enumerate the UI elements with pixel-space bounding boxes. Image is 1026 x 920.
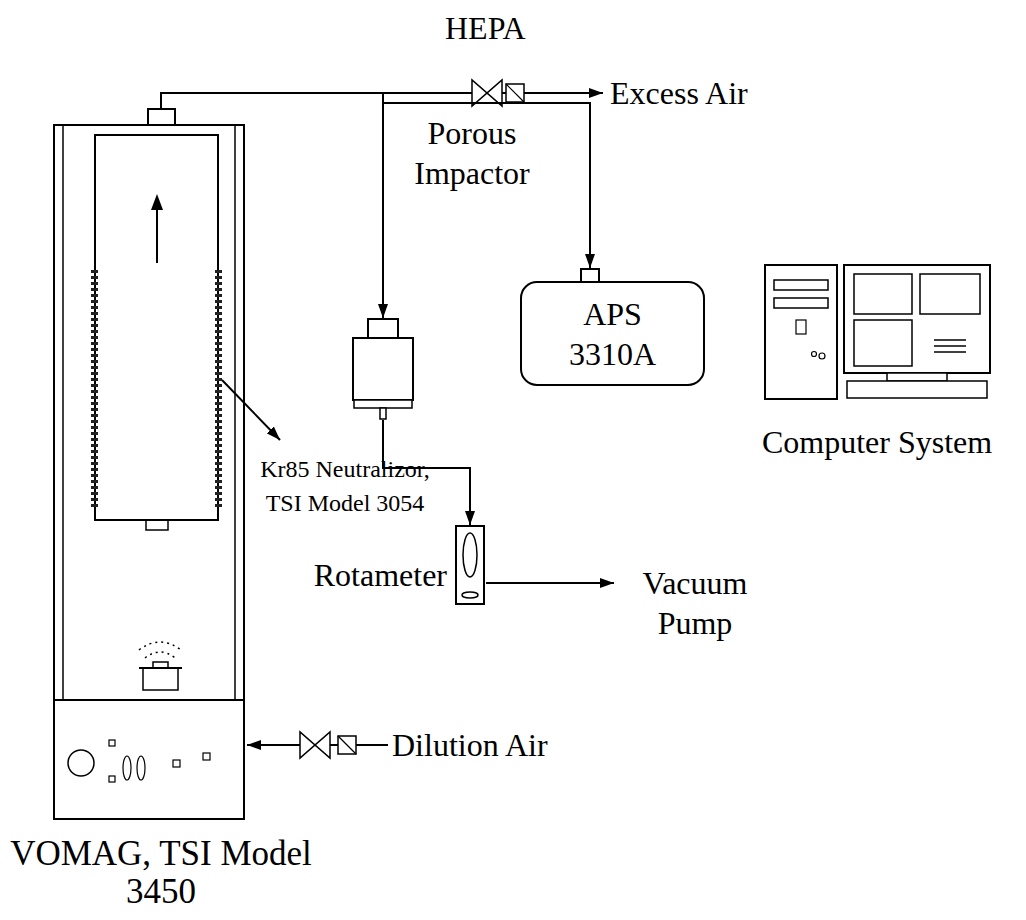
leader-line [222, 380, 280, 440]
panel-meter [123, 756, 131, 780]
rotameter-mark [462, 592, 478, 598]
pc-tower [765, 265, 837, 399]
spray-dots [139, 642, 181, 650]
impactor-plate [354, 400, 412, 408]
impactor-label: Porous Impactor [397, 113, 547, 193]
floppy-slot [796, 320, 806, 334]
aps-label-frame: APS 3310A [520, 282, 705, 386]
outlet-nozzle [148, 109, 175, 125]
flow-line [161, 93, 590, 268]
filter-label: HEPA [445, 8, 526, 48]
porous-impactor-outline [352, 318, 414, 420]
aps-label: APS 3310A [558, 294, 668, 374]
rotameter-outline [455, 525, 485, 605]
outlet-label: Excess Air [610, 73, 748, 113]
rail [62, 125, 64, 700]
inlet-label: Dilution Air [392, 725, 548, 765]
rotameter-float [463, 533, 477, 577]
panel-switch [109, 740, 115, 746]
base-panel [54, 700, 244, 819]
panel-meter [137, 756, 145, 780]
vomag-apparatus: VOMAG, TSI Model 3450 [53, 108, 245, 820]
monitor-stand [887, 373, 947, 381]
spray-dots [145, 652, 175, 658]
rotameter: Rotameter [455, 525, 485, 605]
filter-diagonal [506, 84, 524, 102]
rail [234, 125, 236, 700]
aps-inlet [581, 269, 599, 282]
generator-cup [143, 668, 178, 690]
panel-knob [68, 750, 94, 776]
panel-switch [173, 760, 180, 767]
housing [54, 125, 244, 819]
screen-line [934, 345, 966, 347]
impactor-inlet [368, 319, 398, 338]
neutralizer-strip [91, 270, 98, 508]
valve-symbol [300, 732, 330, 758]
drive-bay [774, 298, 828, 308]
flow-arrow [156, 208, 158, 263]
vomag-apparatus-outline [53, 108, 245, 820]
porous-impactor: Porous Impactor [352, 318, 414, 420]
filter-symbol [506, 84, 524, 102]
computer-label: Computer System [752, 422, 1002, 462]
flow-line [161, 93, 383, 318]
rotameter-label: Rotameter [314, 555, 447, 595]
aps-box: APS 3310A [520, 268, 705, 386]
drive-bay [774, 280, 828, 290]
vacuum-line [486, 582, 614, 584]
led [812, 352, 817, 357]
pump-label: Vacuum Pump [620, 563, 770, 643]
computer-system-outline [762, 262, 994, 402]
aps-outline [521, 282, 704, 385]
neutralizer-strip [215, 270, 222, 508]
panel-switch [109, 776, 115, 782]
screen-line [934, 351, 966, 353]
panel-switch [203, 753, 210, 760]
screen-panel [854, 320, 912, 366]
filter-symbol [338, 736, 356, 754]
screen-panel [854, 274, 912, 314]
rotameter-tube [456, 526, 484, 604]
led [819, 353, 825, 359]
impactor-outlet [380, 408, 386, 419]
screen-panel [920, 274, 980, 314]
monitor [844, 265, 990, 373]
screen-line [934, 339, 966, 341]
impactor-body [353, 338, 413, 400]
neutralizer-label: Kr85 Neutralizor, TSI Model 3054 [250, 452, 440, 520]
column [95, 135, 218, 520]
flow-arrow-head [151, 194, 163, 210]
apparatus-label: VOMAG, TSI Model 3450 [0, 835, 322, 911]
column-knob [146, 520, 168, 530]
filter-diagonal [338, 736, 356, 754]
monitor-base [847, 381, 987, 398]
computer-system: Computer System [762, 262, 994, 402]
